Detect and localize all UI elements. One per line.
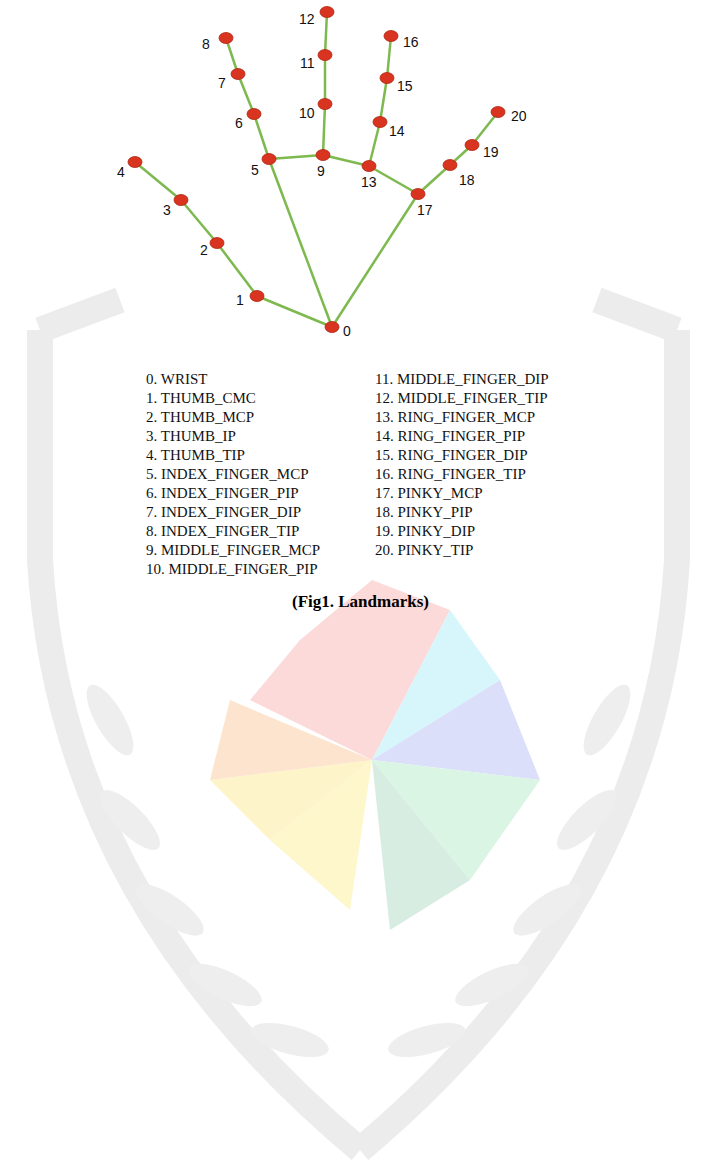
- callout-number: 18: [459, 173, 475, 187]
- landmark-name: 5. INDEX_FINGER_MCP: [146, 466, 309, 483]
- bone-line: [380, 78, 387, 122]
- landmark-dot: [320, 7, 334, 18]
- callout-number: 7: [218, 76, 226, 90]
- bone-line: [254, 114, 269, 159]
- callout-number: 8: [202, 37, 210, 51]
- callout-number: 4: [117, 165, 125, 179]
- bone-line: [238, 74, 254, 114]
- callout-number: 5: [251, 163, 259, 177]
- landmark-dot: [174, 195, 188, 206]
- callout-number: 9: [317, 164, 325, 178]
- callout-number: 15: [397, 79, 413, 93]
- bone-line: [387, 36, 391, 78]
- bone-line: [269, 155, 323, 159]
- landmark-name: 0. WRIST: [146, 371, 207, 388]
- landmark-dot: [316, 150, 330, 161]
- landmark-name: 8. INDEX_FINGER_TIP: [146, 523, 299, 540]
- shield-outline: [40, 300, 677, 1150]
- landmark-dot: [465, 140, 479, 151]
- landmark-dot: [250, 291, 264, 302]
- bone-line: [324, 55, 327, 104]
- bone-line: [257, 296, 332, 327]
- bone-line: [323, 104, 325, 155]
- callout-number: 14: [389, 124, 405, 138]
- callout-number: 1: [236, 293, 244, 307]
- landmark-dot: [362, 161, 376, 172]
- landmark-name: 10. MIDDLE_FINGER_PIP: [146, 561, 318, 578]
- landmark-name: 1. THUMB_CMC: [146, 390, 256, 407]
- landmark-name: 13. RING_FINGER_MCP: [375, 409, 535, 426]
- callout-number: 17: [417, 203, 433, 217]
- landmark-name: 14. RING_FINGER_PIP: [375, 428, 525, 445]
- landmark-dot: [491, 107, 505, 118]
- landmark-name: 3. THUMB_IP: [146, 428, 236, 445]
- landmark-dot: [380, 73, 394, 84]
- bone-line: [217, 243, 257, 296]
- callout-number: 0: [343, 324, 351, 338]
- landmark-name: 4. THUMB_TIP: [146, 447, 245, 464]
- landmark-dot: [219, 33, 233, 44]
- landmark-name: 6. INDEX_FINGER_PIP: [146, 485, 299, 502]
- landmark-dot: [443, 160, 457, 171]
- landmark-name: 2. THUMB_MCP: [146, 409, 254, 426]
- bone-line: [369, 122, 380, 166]
- landmark-name: 7. INDEX_FINGER_DIP: [146, 504, 301, 521]
- landmark-dot: [210, 238, 224, 249]
- landmark-name: 17. PINKY_MCP: [375, 485, 483, 502]
- figure-caption: (Fig1. Landmarks): [292, 593, 429, 612]
- callout-number: 6: [235, 116, 243, 130]
- callout-number: 10: [299, 106, 315, 120]
- bone-line: [269, 159, 332, 327]
- callout-number: 16: [403, 35, 419, 49]
- bone-line: [181, 200, 217, 243]
- landmark-dot: [325, 322, 339, 333]
- callout-number: 19: [483, 145, 499, 159]
- bone-line: [135, 162, 181, 200]
- landmark-dot: [373, 117, 387, 128]
- landmark-dot: [318, 99, 332, 110]
- landmark-name: 12. MIDDLE_FINGER_TIP: [375, 390, 548, 407]
- landmark-name: 9. MIDDLE_FINGER_MCP: [146, 542, 320, 559]
- landmark-name: 20. PINKY_TIP: [375, 542, 473, 559]
- landmark-dot: [318, 50, 332, 61]
- callout-number: 2: [200, 243, 208, 257]
- callout-number: 3: [163, 203, 171, 217]
- callout-number: 12: [299, 12, 315, 26]
- bone-line: [332, 194, 418, 327]
- landmark-dot: [128, 157, 142, 168]
- landmark-dot: [247, 109, 261, 120]
- pinwheel-logo: [210, 580, 540, 930]
- callout-number: 13: [361, 175, 377, 189]
- landmark-name: 19. PINKY_DIP: [375, 523, 475, 540]
- landmark-dot: [384, 31, 398, 42]
- landmark-dot: [231, 69, 245, 80]
- landmark-name: 16. RING_FINGER_TIP: [375, 466, 526, 483]
- callout-number: 11: [300, 56, 315, 70]
- landmark-name: 15. RING_FINGER_DIP: [375, 447, 528, 464]
- landmark-name: 11. MIDDLE_FINGER_DIP: [375, 371, 549, 388]
- bone-line: [325, 12, 327, 55]
- landmark-name: 18. PINKY_PIP: [375, 504, 473, 521]
- landmark-dot: [262, 154, 276, 165]
- callout-number: 20: [511, 109, 527, 123]
- landmark-dot: [411, 189, 425, 200]
